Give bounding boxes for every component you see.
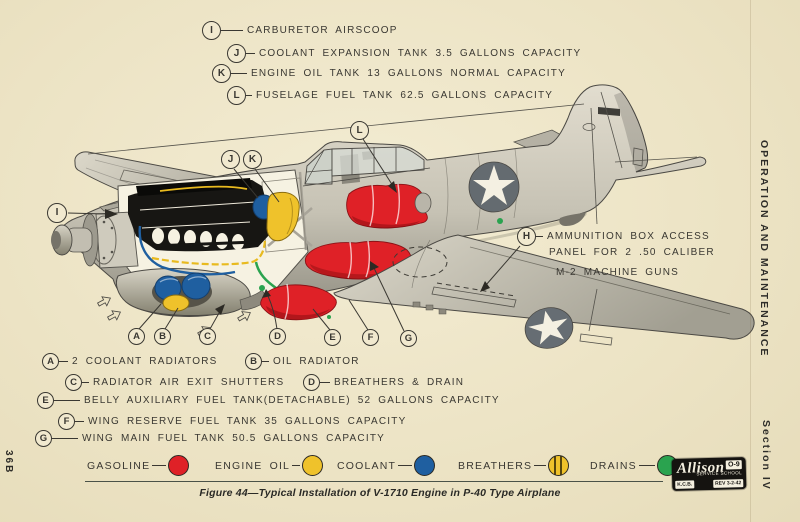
- callout-circle-h: H: [517, 227, 536, 246]
- callout-text-e: BELLY AUXILIARY FUEL TANK(DETACHABLE) 52…: [84, 395, 500, 406]
- coolant-piping: [138, 225, 236, 276]
- callout-row-e: E BELLY AUXILIARY FUEL TANK(DETACHABLE) …: [37, 392, 500, 409]
- engine-oil-tank: [266, 192, 300, 242]
- stamp-code: O-9: [725, 460, 742, 470]
- callout-row-k: K ENGINE OIL TANK 13 GALLONS NORMAL CAPA…: [212, 64, 566, 83]
- legend-label-gasoline: GASOLINE: [87, 459, 151, 472]
- callout-row-g: G WING MAIN FUEL TANK 50.5 GALLONS CAPAC…: [35, 430, 385, 447]
- diagram-circle-g: G: [400, 330, 417, 347]
- stamp-initials: K.C.B.: [675, 480, 695, 489]
- legend-swatch-engine-oil: [302, 455, 324, 476]
- callout-text-i: CARBURETOR AIRSCOOP: [247, 25, 398, 36]
- leader-arrowheads: [105, 181, 490, 315]
- tail-details: [582, 91, 698, 172]
- diagram-circle-d: D: [269, 328, 286, 345]
- wing-star-insignia: [524, 307, 574, 349]
- small-wing-panel: [579, 333, 613, 346]
- legend-label-coolant: COOLANT: [337, 459, 397, 472]
- callout-row-b: B OIL RADIATOR: [245, 353, 360, 370]
- oil-radiator: [162, 294, 190, 312]
- legend-label-engine-oil: ENGINE OIL: [215, 459, 291, 472]
- callout-h-line1: AMMUNITION BOX ACCESS: [547, 231, 710, 242]
- legend-item-coolant: COOLANT: [337, 455, 436, 476]
- callout-circle-b: B: [245, 353, 262, 370]
- propeller-hub: [51, 211, 139, 269]
- antenna-wire: [87, 103, 598, 332]
- diagram-circle-i: I: [47, 203, 67, 223]
- callout-row-f: F WING RESERVE FUEL TANK 35 GALLONS CAPA…: [58, 413, 406, 430]
- cockpit-canopy: [302, 146, 431, 187]
- engine-block: [128, 178, 270, 252]
- page-crease: [750, 0, 751, 522]
- callout-text-l: FUSELAGE FUEL TANK 62.5 GALLONS CAPACITY: [256, 90, 554, 101]
- callout-circle-e: E: [37, 392, 54, 409]
- diagram-circle-f: F: [362, 329, 379, 346]
- legend-swatch-breathers: [548, 455, 570, 476]
- callout-text-b: OIL RADIATOR: [273, 356, 360, 367]
- leader-lines: [67, 138, 521, 332]
- diagram-circle-e: E: [324, 329, 341, 346]
- callout-circle-j: J: [227, 44, 246, 63]
- margin-section-number: Section IV: [760, 420, 772, 491]
- callout-text-a: 2 COOLANT RADIATORS: [72, 356, 218, 367]
- caption-rule: [85, 481, 663, 482]
- tailwheel-fairing: [559, 212, 586, 226]
- callout-row-j: J COOLANT EXPANSION TANK 3.5 GALLONS CAP…: [227, 44, 581, 63]
- legend-item-gasoline: GASOLINE: [87, 455, 190, 476]
- belly-fuel-tank: [260, 283, 337, 321]
- legend-item-drains: DRAINS: [590, 455, 678, 476]
- callout-circle-a: A: [42, 353, 59, 370]
- wheel-well-outline: [392, 246, 448, 278]
- callout-circle-c: C: [65, 374, 82, 391]
- oil-piping: [151, 185, 267, 266]
- callout-row-h: H AMMUNITION BOX ACCESS: [517, 227, 710, 246]
- callout-circle-g: G: [35, 430, 52, 447]
- legend-swatch-coolant: [414, 455, 436, 476]
- callout-text-c: RADIATOR AIR EXIT SHUTTERS: [93, 377, 285, 388]
- diagram-circle-j: J: [221, 150, 240, 169]
- callout-h-line3: M-2 MACHINE GUNS: [556, 267, 679, 278]
- legend-item-engine-oil: ENGINE OIL: [215, 455, 324, 476]
- callout-circle-d: D: [303, 374, 320, 391]
- figure-caption: Figure 44—Typical Installation of V-1710…: [199, 487, 561, 499]
- callout-row-l: L FUSELAGE FUEL TANK 62.5 GALLONS CAPACI…: [227, 86, 553, 105]
- callout-row-i: I CARBURETOR AIRSCOOP: [202, 21, 398, 40]
- callout-row-c: C RADIATOR AIR EXIT SHUTTERS: [65, 374, 284, 391]
- callout-text-j: COOLANT EXPANSION TANK 3.5 GALLONS CAPAC…: [259, 48, 582, 59]
- callout-circle-l: L: [227, 86, 246, 105]
- callout-text-f: WING RESERVE FUEL TANK 35 GALLONS CAPACI…: [88, 416, 407, 427]
- stamp-revision: REV 3-2-42: [713, 479, 744, 488]
- diagram-circle-l: L: [350, 121, 369, 140]
- near-wing: [333, 234, 755, 346]
- diagram-circle-b: B: [154, 328, 171, 345]
- diagram-circle-c: C: [199, 328, 216, 345]
- diagram-circle-a: A: [128, 328, 145, 345]
- callout-circle-k: K: [212, 64, 231, 83]
- legend-label-drains: DRAINS: [590, 459, 637, 472]
- margin-section-title: OPERATION AND MAINTENANCE: [758, 140, 770, 358]
- fuselage-star-insignia: [468, 161, 520, 213]
- allison-service-stamp: Allison O-9 SERVICE SCHOOL K.C.B. REV 3-…: [671, 457, 747, 491]
- page-number: 36B: [3, 450, 14, 475]
- callout-circle-i: I: [202, 21, 221, 40]
- legend-label-breathers: BREATHERS: [458, 459, 533, 472]
- stamp-subtitle: SERVICE SCHOOL: [696, 470, 743, 477]
- legend-swatch-gasoline: [168, 455, 190, 476]
- fuselage-fuel-tank: [346, 183, 432, 229]
- diagram-circle-k: K: [243, 150, 262, 169]
- callout-text-d: BREATHERS & DRAIN: [334, 377, 465, 388]
- callout-text-k: ENGINE OIL TANK 13 GALLONS NORMAL CAPACI…: [251, 68, 566, 79]
- callout-row-d: D BREATHERS & DRAIN: [303, 374, 464, 391]
- callout-h-line2: PANEL FOR 2 .50 CALIBER: [549, 247, 715, 258]
- ammo-access-panel: [431, 282, 517, 308]
- callout-circle-f: F: [58, 413, 75, 430]
- callout-row-a: A 2 COOLANT RADIATORS: [42, 353, 218, 370]
- callout-text-g: WING MAIN FUEL TANK 50.5 GALLONS CAPACIT…: [82, 433, 385, 444]
- legend-item-breathers: BREATHERS: [458, 455, 570, 476]
